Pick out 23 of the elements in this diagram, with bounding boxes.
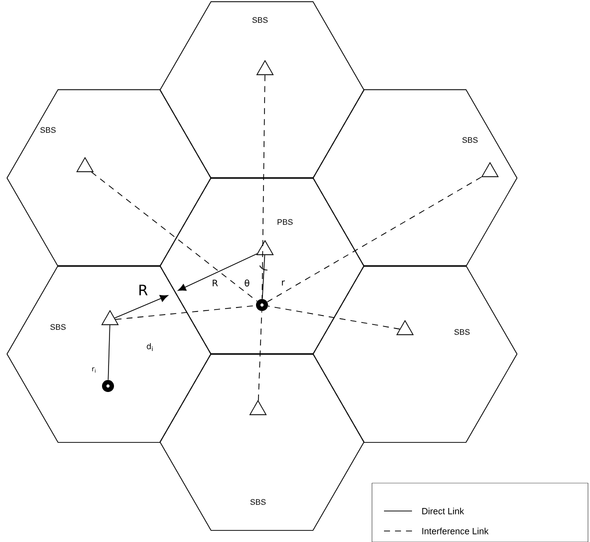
interference-link [268,306,400,330]
legend-label: Interference Link [422,528,489,534]
interference-link [262,74,266,300]
hexagon-cell: SBS [312,265,518,443]
legend-label: Direct Link [422,508,464,514]
edge-label: R [212,280,218,286]
hexagon-cell: SBS [312,89,518,267]
hexagon-cell: SBS [160,1,364,179]
edge-label: d$_{i}$ [146,343,153,351]
interference-link [258,310,262,401]
edge-label: R [139,284,148,296]
interference-link [266,176,482,302]
user-dot [256,299,268,311]
distance-arrow [114,294,168,318]
measure-label: r [282,280,285,286]
direct-link [262,254,266,300]
user-dot [102,380,114,392]
interference-link [91,172,258,302]
direct-link [108,324,110,380]
distance-arrow [178,253,258,291]
hexagon-cell: SBS [160,353,364,531]
measure-label: θ [244,280,250,286]
hexagon-cell: SBS [6,89,212,267]
